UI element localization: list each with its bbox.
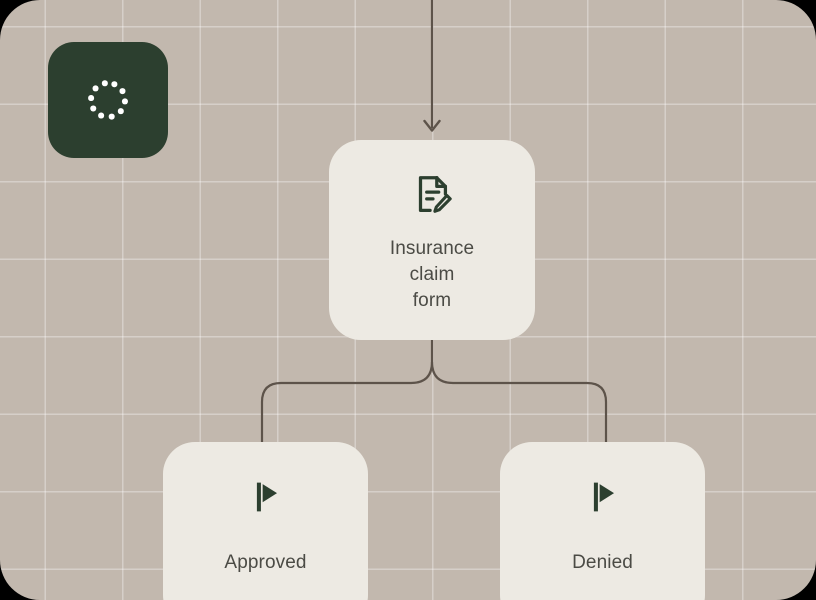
spinner-dot — [92, 85, 99, 92]
spinner-dot — [108, 113, 115, 120]
node-claim-form-label: Insurance claim form — [389, 238, 475, 311]
node-approved-label: Approved — [224, 552, 307, 573]
spinner-dot — [102, 80, 108, 87]
flag-icon — [256, 482, 277, 512]
node-approved[interactable]: Approved — [163, 442, 368, 600]
spinner-dot — [118, 108, 124, 114]
spinner-dot — [111, 81, 118, 88]
node-denied[interactable]: Denied — [500, 442, 705, 600]
node-denied-label: Denied — [572, 552, 633, 573]
flag-icon — [593, 482, 614, 512]
branch-to-approved — [260, 361, 434, 444]
spinner-dot — [119, 88, 126, 94]
node-claim-form[interactable]: Insurance claim form — [329, 140, 535, 340]
loading-spinner-icon — [86, 78, 130, 122]
spinner-dot — [88, 95, 94, 101]
branch-to-denied — [430, 361, 608, 444]
document-edit-icon — [418, 176, 452, 213]
loading-indicator-card — [48, 42, 168, 158]
spinner-dot — [122, 98, 128, 105]
incoming-arrow-head — [423, 119, 441, 132]
spinner-dot — [98, 112, 104, 119]
spinner-dot — [90, 105, 97, 112]
